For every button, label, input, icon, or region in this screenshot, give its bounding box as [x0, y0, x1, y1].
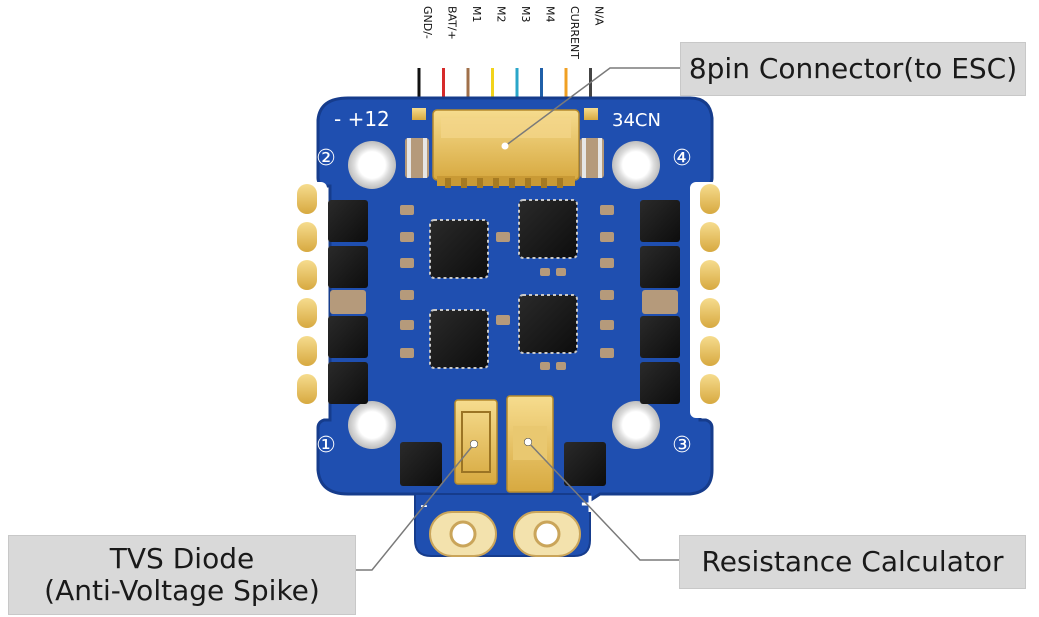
mounting-hole-1 [348, 401, 396, 449]
left-pads [293, 182, 327, 418]
pin-label-current: CURRENT [568, 6, 581, 59]
small-passives [400, 205, 614, 370]
leader-resistance [527, 441, 679, 561]
pin-label-gnd-: GND/- [421, 6, 434, 39]
pin-label-m3: M3 [519, 6, 532, 23]
pin-label-m1: M1 [470, 6, 483, 23]
hole-number-3: ③ [672, 433, 692, 458]
callout-tvs-line2: (Anti-Voltage Spike) [44, 574, 320, 607]
callout-tvs-line1: TVS Diode [109, 541, 255, 575]
mounting-hole-2 [348, 141, 396, 189]
polarity-label: - +12 [334, 107, 390, 131]
hole-number-2: ② [316, 146, 336, 171]
mounting-holes [348, 141, 660, 449]
leader-tvs [354, 443, 475, 571]
mounting-hole-3 [612, 401, 660, 449]
pin-labels: GND/- BAT/+ M1 M2 M3 M4 CURRENT N/A [421, 6, 606, 59]
mounting-hole-4 [612, 141, 660, 189]
callout-8pin-connector: 8pin Connector(to ESC) [680, 42, 1026, 96]
callout-resistance-calculator: Resistance Calculator [679, 535, 1026, 589]
driver-ics [429, 199, 578, 369]
battery-pads [429, 511, 581, 557]
pin-label-bat-: BAT/+ [446, 6, 459, 40]
callout-resistance-text: Resistance Calculator [701, 544, 1004, 578]
right-pads [690, 182, 724, 418]
hole-number-1: ① [316, 433, 336, 458]
callout-8pin-connector-text: 8pin Connector(to ESC) [688, 51, 1018, 85]
callout-tvs-diode: TVS Diode (Anti-Voltage Spike) [8, 535, 356, 615]
pin-label-m2: M2 [495, 6, 508, 23]
leader-lines [354, 67, 680, 571]
mosfets-right [640, 200, 680, 404]
hole-number-4: ④ [672, 146, 692, 171]
bottom-right-chip [564, 442, 606, 486]
pcb-board [316, 96, 714, 557]
left-capacitor [330, 290, 366, 314]
leader-connector [504, 67, 680, 147]
model-label: 34CN [612, 110, 661, 131]
pin-label-m4: M4 [544, 6, 557, 23]
bottom-left-chip [400, 442, 442, 486]
pin-label-n-a: N/A [593, 6, 606, 26]
positive-sign: + [579, 489, 601, 519]
right-capacitor [642, 290, 678, 314]
wire-group [417, 68, 592, 110]
mosfets-left [328, 200, 368, 404]
